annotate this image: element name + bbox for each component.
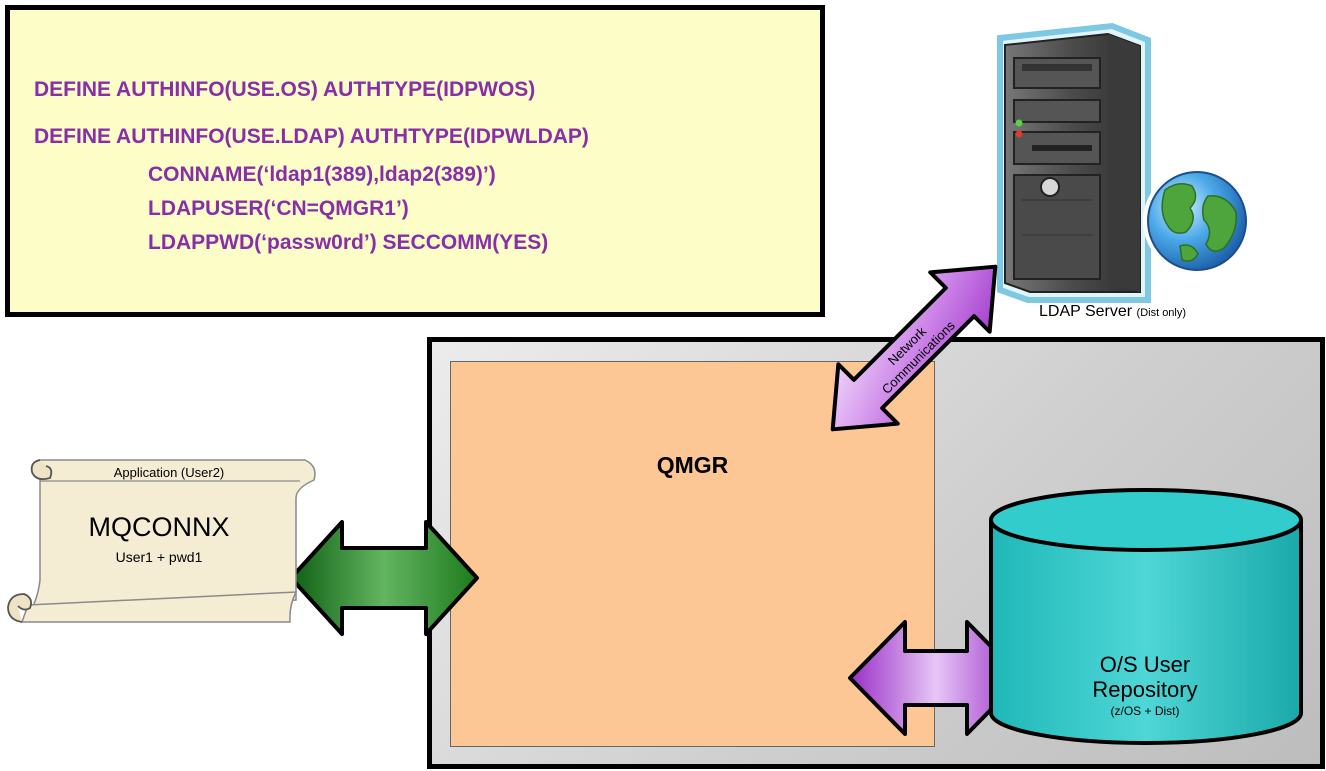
repository-note: (z/OS + Dist) — [1110, 704, 1180, 718]
network-double-arrow[interactable] — [803, 237, 1025, 459]
config-line-4: LDAPUSER(‘CN=QMGR1’) — [148, 197, 409, 220]
authinfo-config-box — [5, 5, 825, 317]
config-line-1: DEFINE AUTHINFO(USE.OS) AUTHTYPE(IDPWOS) — [34, 78, 536, 101]
qmgr-label: QMGR — [656, 452, 729, 478]
ldap-server-label: LDAP Server (Dist only) — [1039, 303, 1187, 320]
application-title: Application (User2) — [113, 465, 225, 480]
server-tower-icon — [997, 22, 1151, 303]
config-line-5: LDAPPWD(‘passw0rd’) SECCOMM(YES) — [148, 231, 549, 254]
config-line-2: DEFINE AUTHINFO(USE.LDAP) AUTHTYPE(IDPWL… — [34, 125, 589, 148]
ldap-server-note: (Dist only) — [1136, 307, 1187, 319]
credentials-label: User1 + pwd1 — [115, 549, 203, 565]
scroll-icon — [7, 459, 316, 623]
repository-label-line1: O/S User — [1099, 652, 1191, 677]
mqconnx-label: MQCONNX — [88, 512, 230, 542]
globe-icon — [1143, 167, 1251, 275]
repository-label-line2: Repository — [1092, 677, 1198, 702]
database-cylinder-icon — [989, 488, 1303, 745]
config-line-3: CONNAME(‘ldap1(389),ldap2(389)’) — [148, 163, 496, 186]
app-double-arrow[interactable] — [289, 520, 479, 636]
